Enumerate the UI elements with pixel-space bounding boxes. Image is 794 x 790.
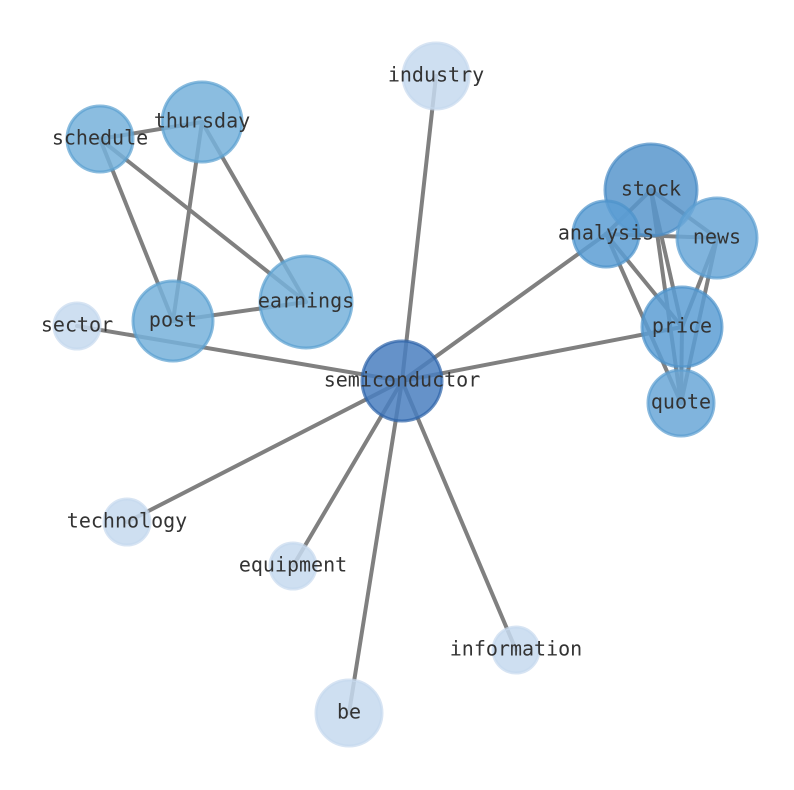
node-industry[interactable]: industry [388,41,484,111]
node-circle-analysis [571,199,641,269]
node-label-equipment: equipment [239,553,347,577]
node-earnings[interactable]: earnings [258,254,354,350]
edge-semiconductor-technology [125,379,404,524]
node-circle-information [491,625,541,675]
node-circle-earnings [258,254,354,350]
edge-semiconductor-analysis [400,232,608,383]
node-label-technology: technology [67,509,187,533]
node-news[interactable]: news [675,196,759,280]
node-equipment[interactable]: equipment [239,541,347,591]
node-schedule[interactable]: schedule [52,104,148,174]
node-circle-quote [646,368,716,438]
node-label-news: news [693,225,741,249]
edge-semiconductor-sector [75,324,404,383]
node-semiconductor[interactable]: semiconductor [324,339,481,423]
node-circle-semiconductor [360,339,444,423]
node-thursday[interactable]: thursday [154,80,250,164]
node-label-sector: sector [41,313,113,337]
node-circle-post [131,279,215,363]
node-label-semiconductor: semiconductor [324,368,481,392]
node-analysis[interactable]: analysis [558,199,654,269]
node-label-information: information [450,637,582,661]
node-label-thursday: thursday [154,109,250,133]
node-circle-thursday [160,80,244,164]
node-label-schedule: schedule [52,126,148,150]
node-label-post: post [149,308,197,332]
node-technology[interactable]: technology [67,497,187,547]
edge-semiconductor-price [400,325,684,383]
node-sector[interactable]: sector [41,301,113,351]
node-post[interactable]: post [131,279,215,363]
edge-semiconductor-industry [400,74,438,383]
node-information[interactable]: information [450,625,582,675]
node-circle-technology [102,497,152,547]
node-label-be: be [337,700,361,724]
node-circle-be [314,678,384,748]
node-circle-sector [52,301,102,351]
node-circle-industry [401,41,471,111]
node-label-stock: stock [621,177,681,201]
edge-semiconductor-information [400,379,518,652]
node-circle-price [640,285,724,369]
node-quote[interactable]: quote [646,368,716,438]
node-be[interactable]: be [314,678,384,748]
edge-semiconductor-be [347,379,404,715]
node-label-earnings: earnings [258,289,354,313]
node-circle-schedule [65,104,135,174]
node-label-price: price [652,314,712,338]
node-label-quote: quote [651,390,711,414]
node-label-industry: industry [388,63,484,87]
node-circle-news [675,196,759,280]
node-price[interactable]: price [640,285,724,369]
node-circle-equipment [268,541,318,591]
node-label-analysis: analysis [558,221,654,245]
